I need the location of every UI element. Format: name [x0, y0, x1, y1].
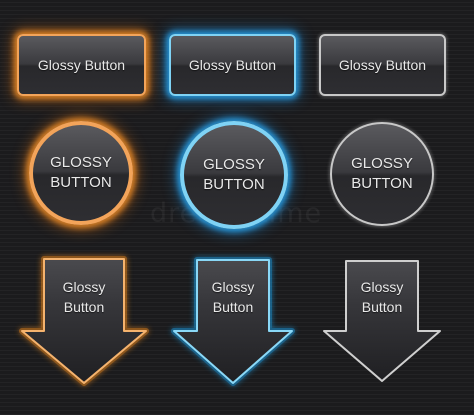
glossy-button-silver[interactable]: Glossy Button: [319, 34, 446, 96]
button-label: Glossy Button: [37, 57, 126, 73]
glossy-button-orange[interactable]: Glossy Button: [17, 34, 146, 96]
glossy-button-blue[interactable]: Glossy Button: [169, 34, 296, 96]
button-label: Glossy Button: [338, 57, 427, 73]
down-arrow-icon: [171, 257, 295, 386]
down-arrow-icon: [19, 256, 149, 386]
down-arrow-icon: [323, 260, 441, 382]
button-label: Glossy Button: [188, 57, 277, 73]
